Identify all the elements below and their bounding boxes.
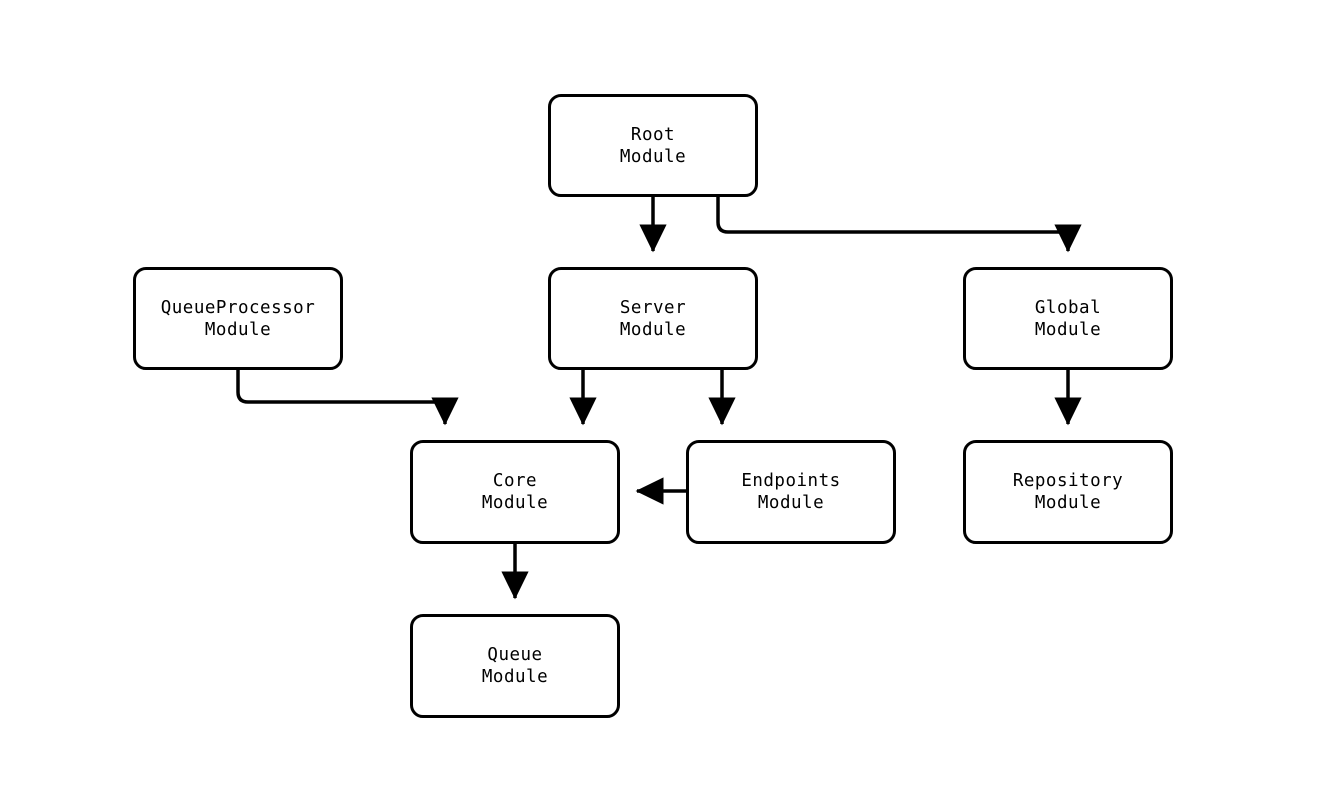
node-server-module[interactable]: Server Module: [548, 267, 758, 370]
node-global-module-suffix: Module: [1034, 319, 1102, 340]
node-core-module[interactable]: Core Module: [410, 440, 620, 544]
node-queueprocessor-module[interactable]: QueueProcessor Module: [133, 267, 343, 370]
node-queueprocessor-module-suffix: Module: [204, 319, 272, 340]
node-global-module[interactable]: Global Module: [963, 267, 1173, 370]
node-core-module-suffix: Module: [481, 493, 549, 513]
node-queue-module-name: Queue: [487, 645, 543, 665]
node-root-module[interactable]: Root Module: [548, 94, 758, 197]
node-endpoints-module-name: Endpoints: [741, 471, 841, 491]
edge-queueprocessor-to-core: [236, 370, 459, 426]
node-repository-module[interactable]: Repository Module: [963, 440, 1173, 544]
node-root-module-name: Root: [630, 124, 676, 145]
node-repository-module-suffix: Module: [1034, 493, 1102, 513]
edge-root-to-global: [716, 197, 1082, 253]
node-root-module-suffix: Module: [619, 146, 687, 167]
node-server-module-name: Server: [619, 297, 687, 318]
node-queue-module-suffix: Module: [481, 667, 549, 687]
node-global-module-name: Global: [1034, 297, 1102, 318]
node-endpoints-module[interactable]: Endpoints Module: [686, 440, 896, 544]
node-queue-module[interactable]: Queue Module: [410, 614, 620, 718]
node-server-module-suffix: Module: [619, 319, 687, 340]
node-endpoints-module-suffix: Module: [757, 493, 825, 513]
node-repository-module-name: Repository: [1012, 471, 1124, 491]
node-core-module-name: Core: [492, 471, 538, 491]
node-queueprocessor-module-name: QueueProcessor: [160, 297, 316, 318]
